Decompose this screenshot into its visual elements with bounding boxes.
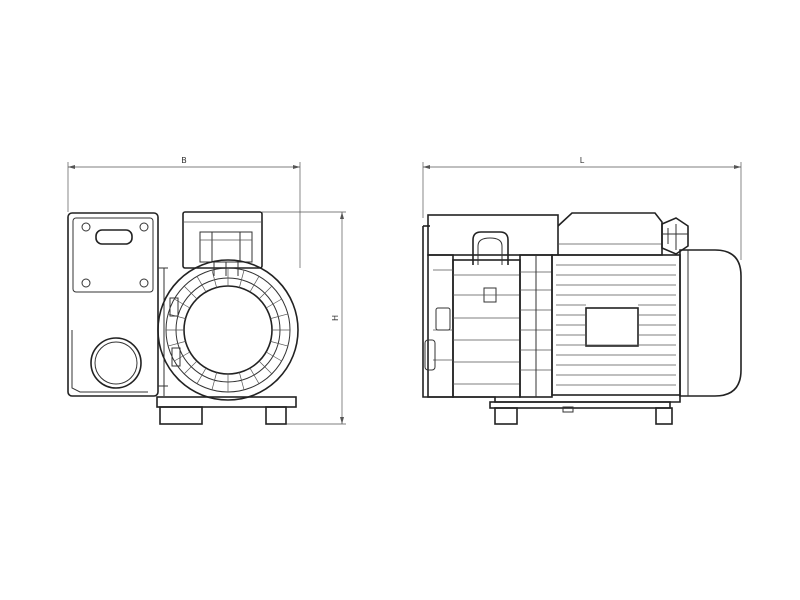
fan-housing — [157, 259, 299, 401]
motor-fins — [556, 264, 676, 386]
dimension-l-label: L — [580, 156, 585, 165]
front-frame — [158, 267, 168, 396]
dimension-b-label: B — [181, 156, 187, 165]
motor — [551, 254, 681, 396]
cable-gland — [661, 217, 689, 255]
fan-fins — [166, 268, 290, 392]
fan-cover — [679, 249, 742, 397]
side-view: L — [422, 156, 742, 425]
dimension-h: H — [262, 211, 346, 425]
side-base — [489, 401, 673, 425]
dimension-b: B — [67, 156, 301, 268]
dimension-l: L — [422, 156, 742, 260]
pump-head — [424, 231, 521, 398]
top-housing — [182, 211, 263, 276]
coupling — [519, 254, 553, 398]
dimension-h-label: H — [331, 315, 340, 321]
front-base — [156, 396, 297, 425]
terminal-box — [67, 212, 159, 397]
front-view: B H — [67, 156, 346, 425]
